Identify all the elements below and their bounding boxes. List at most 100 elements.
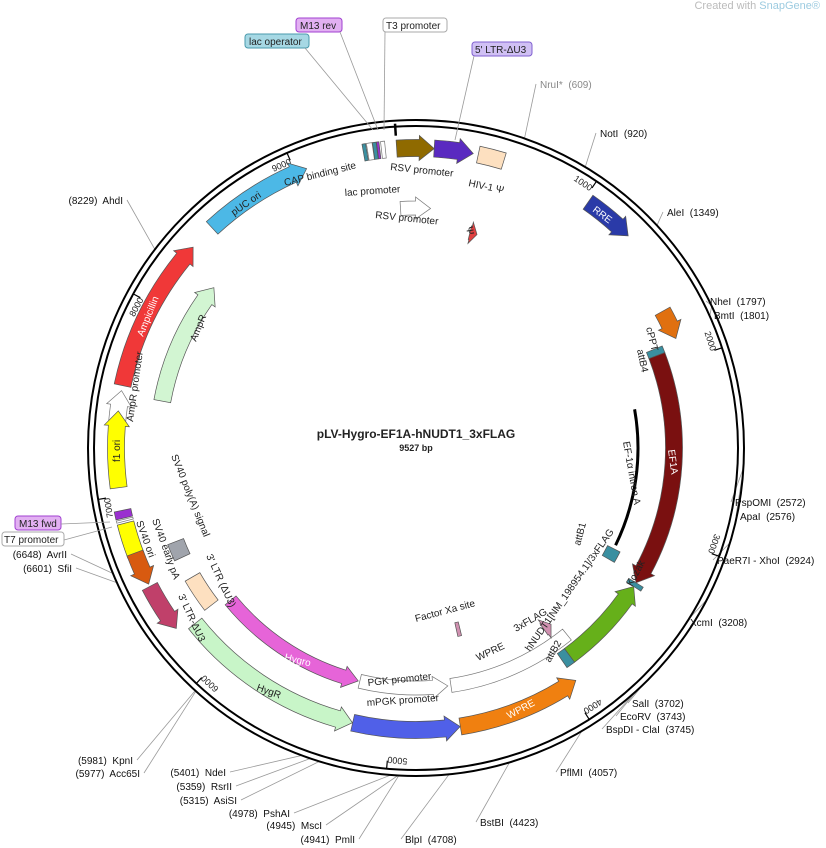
- feature-label-f1-ori[interactable]: f1 ori: [112, 440, 123, 462]
- enzyme-site-msci[interactable]: (4945) MscI: [266, 821, 322, 832]
- enzyme-site-ahdi[interactable]: (8229) AhdI: [69, 196, 123, 207]
- enzyme-line: [325, 775, 399, 826]
- feature-ampr-arrow[interactable]: [153, 287, 216, 404]
- callout-text: M13 fwd: [19, 519, 57, 530]
- enzyme-site-bspdi-clai[interactable]: BspDI - ClaI (3745): [606, 725, 694, 736]
- enzyme-site-nrui-[interactable]: NruI* (609): [540, 80, 592, 91]
- enzyme-site-pflmi[interactable]: PflMI (4057): [560, 768, 617, 779]
- feature-label-wpre-inner[interactable]: WPRE: [475, 641, 507, 664]
- tick-label: 5000: [387, 755, 408, 767]
- enzyme-site-asisi[interactable]: (5315) AsiSI: [180, 796, 237, 807]
- enzyme-site-apai[interactable]: ApaI (2576): [740, 512, 795, 523]
- feature-label-rsv-promoter[interactable]: RSV promoter: [390, 162, 455, 180]
- feature-puc-ori-arrow[interactable]: [205, 162, 308, 235]
- feature-m13-rev-arrow[interactable]: [376, 141, 382, 160]
- feature-label-lac-promoter[interactable]: lac promoter: [344, 184, 401, 199]
- feature-wpre-arrow[interactable]: [458, 677, 577, 736]
- enzyme-site-rsrii[interactable]: (5359) RsrII: [176, 782, 232, 793]
- feature--arrow[interactable]: [467, 220, 478, 245]
- feature-cppt-arrow[interactable]: [654, 306, 682, 339]
- feature-label-hiv-psi[interactable]: HIV-1 Ψ: [467, 178, 505, 196]
- feature-kozak-arrow[interactable]: [626, 577, 644, 592]
- feature-hygr-arrow[interactable]: [188, 617, 353, 732]
- enzyme-site-paer7i-xhoi[interactable]: PaeR7I - XhoI (2924): [717, 556, 814, 567]
- feature-pgk-promoter-arrow[interactable]: [357, 674, 449, 700]
- feature-t3-promoter-arrow[interactable]: [380, 140, 387, 159]
- enzyme-site-blpi[interactable]: BlpI (4708): [405, 835, 457, 846]
- enzyme-site-xcmi[interactable]: XcmI (3208): [690, 618, 747, 629]
- tick-mark: [98, 497, 107, 501]
- feature-3-ltr-u3-arrow[interactable]: [184, 572, 219, 611]
- enzyme-site-pmli[interactable]: (4941) PmlI: [301, 835, 355, 846]
- feature-5-ltr-u3-arrow[interactable]: [433, 137, 474, 165]
- feature-hnudt1-nm-198954-1-3xflag-arrow[interactable]: [563, 586, 636, 663]
- callout-text: T7 promoter: [4, 535, 59, 546]
- feature-ampicillin-arrow[interactable]: [113, 246, 194, 388]
- enzyme-site-pshai[interactable]: (4978) PshAI: [229, 809, 290, 820]
- callout-5ltr[interactable]: 5' LTR-ΔU3: [454, 41, 533, 141]
- feature-label-attb4[interactable]: attB4: [634, 348, 650, 374]
- callout-t7-promoter[interactable]: T7 promoter: [1, 526, 113, 547]
- feature-sv40-early-pa-arrow[interactable]: [126, 549, 155, 585]
- enzyme-line: [75, 567, 118, 584]
- enzyme-labels: NruI* (609) NotI (920) AleI (1349) NheI (17…: [13, 80, 815, 846]
- feature-label-rsv-promoter-inner[interactable]: RSV promoter: [375, 210, 440, 228]
- enzyme-site-bstbi[interactable]: BstBI (4423): [480, 818, 538, 829]
- enzyme-line: [70, 553, 114, 574]
- enzyme-site-acc65i[interactable]: (5977) Acc65I: [76, 769, 140, 780]
- feature-hiv-1-arrow[interactable]: [476, 145, 507, 170]
- enzyme-site-noti[interactable]: NotI (920): [600, 129, 647, 140]
- feature-ef1a-arrow[interactable]: [631, 352, 683, 584]
- callout-t3-promoter[interactable]: T3 promoter: [382, 17, 448, 131]
- feature-attb4-arrow[interactable]: [646, 345, 666, 360]
- feature-label-attb1[interactable]: attB1: [572, 521, 589, 547]
- enzyme-site-ecorv[interactable]: EcoRV (3743): [620, 712, 685, 723]
- tick-mark: [711, 553, 720, 557]
- enzyme-site-sfii[interactable]: (6601) SfiI: [23, 564, 72, 575]
- feature-attb1-arrow[interactable]: [601, 545, 621, 563]
- enzyme-site-ndei[interactable]: (5401) NdeI: [170, 768, 226, 779]
- callout-text: M13 rev: [300, 21, 336, 32]
- enzyme-site-sali[interactable]: SalI (3702): [632, 699, 684, 710]
- tick-label: 6000: [199, 673, 220, 694]
- feature-3xflag-arrow[interactable]: [537, 619, 552, 639]
- feature-t7-promoter-arrow[interactable]: [115, 516, 134, 524]
- feature-f1-ori-arrow[interactable]: [103, 410, 130, 490]
- callout-lac-operator[interactable]: lac operator: [244, 33, 374, 131]
- tick-mark: [132, 293, 141, 299]
- snapgene-credit: Created with SnapGene®: [694, 0, 820, 12]
- feature-lac-operator-arrow[interactable]: [372, 141, 379, 160]
- feature-m13-fwd-arrow[interactable]: [113, 508, 133, 521]
- feature-lac-promoter-arrow[interactable]: [365, 142, 375, 161]
- feature-rre-arrow[interactable]: [582, 194, 629, 237]
- feature-rsv-promoter-arrow[interactable]: [395, 134, 435, 162]
- origin-mark: [393, 123, 398, 136]
- enzyme-line: [126, 199, 156, 250]
- enzyme-site-bmti[interactable]: BmtI (1801): [714, 311, 769, 322]
- feature-label-mpgk-promoter[interactable]: mPGK promoter: [366, 693, 440, 709]
- feature-mpgk-promoter-arrow[interactable]: [350, 714, 461, 742]
- callout-m13-fwd[interactable]: M13 fwd: [14, 515, 111, 531]
- feature-label-cap-site[interactable]: CAP binding site: [283, 160, 358, 189]
- feature-ef-1-intron-a[interactable]: [614, 409, 640, 546]
- enzyme-site-kpni[interactable]: (5981) KpnI: [78, 756, 133, 767]
- enzyme-site-alei[interactable]: AleI (1349): [667, 208, 719, 219]
- feature-label-factor-xa[interactable]: Factor Xa site: [414, 598, 477, 625]
- feature-ampr-promoter-arrow[interactable]: [105, 390, 133, 423]
- feature-rsv-promoter-arrow[interactable]: [399, 196, 432, 220]
- feature-factor-xa-site-arrow[interactable]: [454, 621, 462, 637]
- enzyme-site-avrii[interactable]: (6648) AvrII: [13, 550, 67, 561]
- credit-text: Created with: [694, 0, 760, 12]
- feature-wpre-arrow[interactable]: [449, 628, 572, 693]
- callout-m13-rev[interactable]: M13 rev: [295, 17, 379, 131]
- feature-label-psi[interactable]: Ψ: [463, 226, 475, 236]
- enzyme-site-pspomi[interactable]: PspOMI (2572): [735, 498, 806, 509]
- feature-hygro-arrow[interactable]: [224, 595, 359, 688]
- feature-label-ef1a[interactable]: EF1A: [665, 449, 679, 476]
- feature-sv40-poly-a-signal-arrow[interactable]: [167, 538, 191, 562]
- feature-3-ltr-u3-arrow[interactable]: [141, 582, 179, 629]
- feature-attb2-arrow[interactable]: [556, 648, 576, 669]
- feature-cap-binding-site-arrow[interactable]: [361, 143, 369, 162]
- enzyme-site-nhei[interactable]: NheI (1797): [710, 297, 766, 308]
- feature-label-sv40-polya[interactable]: SV40 poly(A) signal: [168, 453, 211, 539]
